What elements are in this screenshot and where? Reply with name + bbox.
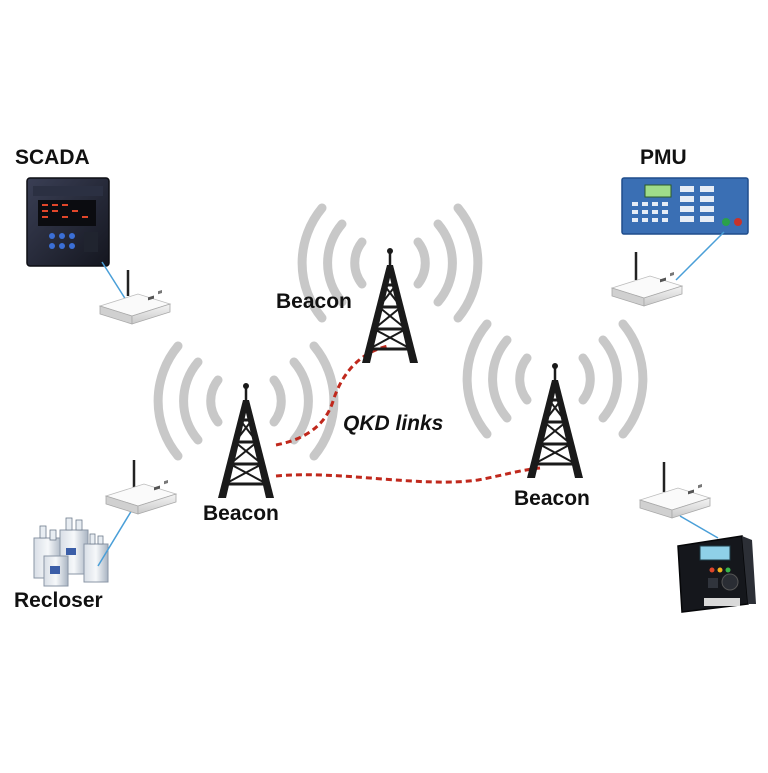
protection-relay-icon: [26, 177, 110, 267]
device-link-pmu: [675, 231, 725, 281]
wireless-radio-icon: [611, 271, 683, 307]
qkd-links-label: QKD links: [343, 412, 444, 435]
wireless-radio-icon: [99, 289, 171, 325]
radio-tower-icon: [216, 381, 276, 500]
wireless-radio-icon: [639, 483, 711, 519]
recloser-label: Recloser: [14, 589, 103, 612]
beacon-right-label: Beacon: [514, 487, 590, 510]
radio-tower-icon: [360, 246, 420, 365]
device-link-scada: [101, 261, 127, 301]
radio-tower-icon: [525, 361, 585, 480]
beacon-left-label: Beacon: [203, 502, 279, 525]
device-link-relay: [679, 515, 719, 539]
relay-controller-icon: [677, 535, 756, 613]
pmu-panel-icon: [621, 177, 749, 235]
capacitor-bank-icon: [33, 517, 109, 587]
pmu-label: PMU: [640, 146, 687, 169]
scada-label: SCADA: [15, 146, 90, 169]
beacon-top-label: Beacon: [276, 290, 352, 313]
wireless-radio-icon: [105, 479, 177, 515]
qkd-link-bottom: [275, 466, 541, 484]
